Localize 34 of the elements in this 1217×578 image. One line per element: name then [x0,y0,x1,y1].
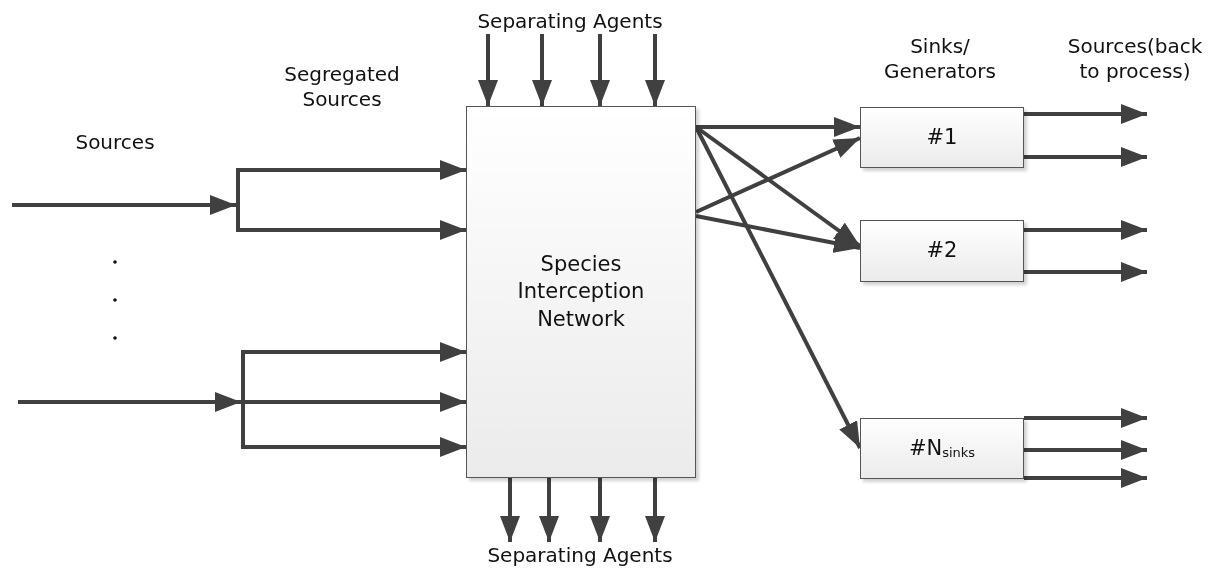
arrow [645,34,665,106]
arrow [1024,262,1147,282]
sink-box [860,418,1024,479]
arrow [695,214,861,253]
sink-box [860,107,1024,168]
arrow [539,478,559,542]
arrow [1024,220,1147,240]
arrow [696,117,860,137]
sink-box [860,220,1024,282]
text-label: Sinks/ Generators [883,34,997,84]
arrow [645,478,665,542]
arrow [1024,147,1147,167]
node-label: #2 [926,237,958,265]
node-label: #1 [926,123,958,151]
arrow [1024,468,1147,488]
network-box [466,106,696,478]
arrow [478,34,498,106]
node-label: #N$_{sinks}$ [908,434,976,462]
arrow [12,195,236,215]
arrow [1024,440,1147,460]
arrow [532,34,552,106]
arrow [590,34,610,106]
text-label: Separating Agents [487,542,673,568]
text-label: Sources [74,130,156,155]
arrow [695,136,861,214]
text-label: Segregated Sources [283,62,401,112]
arrow [500,478,520,542]
arrow [18,392,241,412]
arrow [1024,408,1147,428]
node-label: Species Interception Network [516,251,646,333]
arrow [1024,104,1147,124]
text-label: Sources(back to process) [1066,34,1204,84]
arrow [590,478,610,542]
text-label: Separating Agents [477,8,663,34]
